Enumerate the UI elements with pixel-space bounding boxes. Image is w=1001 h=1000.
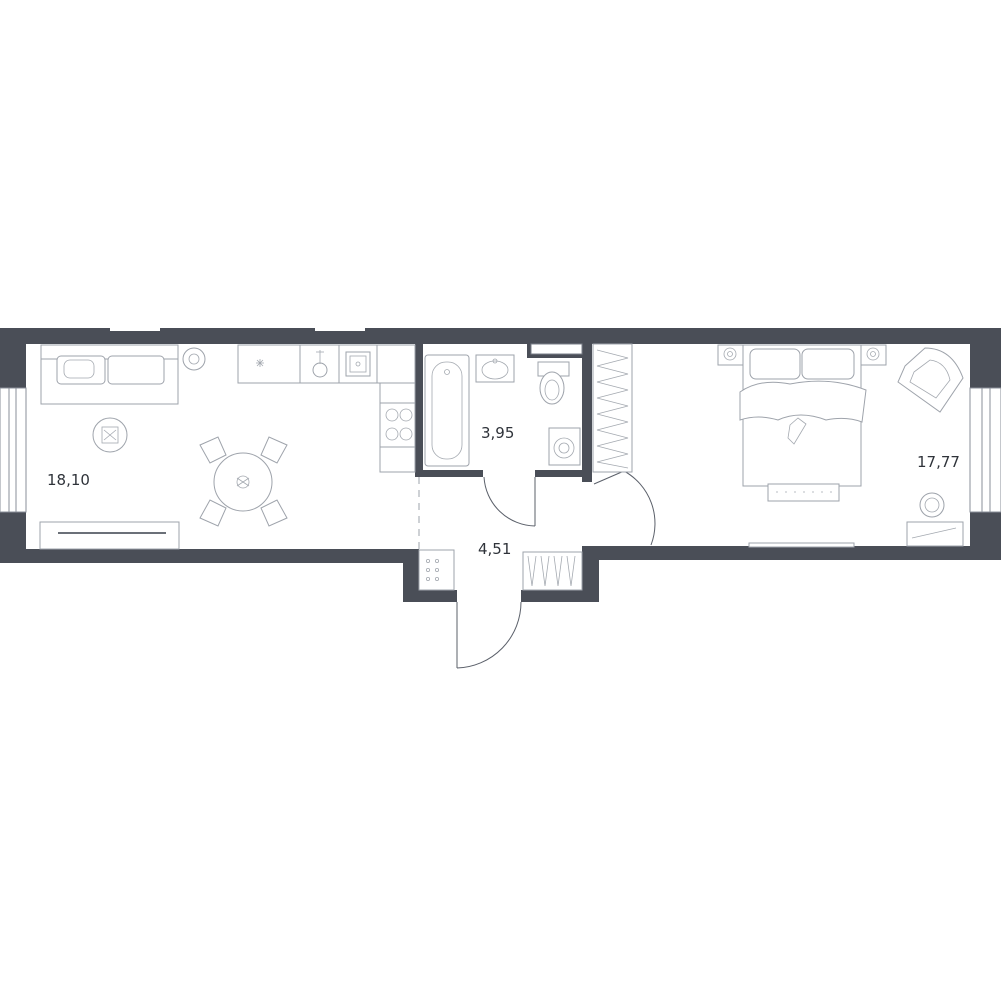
room-area-hallway: 4,51 (478, 540, 511, 558)
toilet-icon (537, 361, 570, 405)
chair-icon (199, 499, 227, 527)
armchair-icon (897, 347, 964, 413)
room-area-living-kitchen: 18,10 (47, 471, 90, 489)
entrance-door-icon (456, 601, 522, 669)
bed-icon (739, 344, 867, 487)
desk-icon (906, 521, 964, 547)
chair-icon (260, 499, 288, 527)
chair-icon (260, 436, 288, 464)
windows (0, 328, 1001, 513)
wardrobe-icon (522, 551, 583, 591)
walls (0, 328, 1001, 602)
faucet-icon (312, 350, 328, 378)
stove-icon (379, 402, 416, 448)
room-area-bathroom: 3,95 (481, 424, 514, 442)
bathroom-furniture (424, 354, 581, 467)
bathroom-door-icon (483, 476, 536, 527)
sink-icon (345, 351, 371, 377)
sofa-icon (40, 344, 179, 405)
plant-icon (92, 417, 128, 453)
dining-table-icon (199, 436, 288, 527)
washbasin-icon (475, 354, 515, 383)
nightstand-icon (860, 344, 887, 366)
window-right (969, 387, 1001, 513)
hallway-elements (418, 477, 583, 591)
window-left (0, 387, 27, 513)
closet-icon (592, 343, 633, 473)
bathtub-icon (424, 354, 470, 467)
doors (456, 470, 656, 669)
lamp-icon (919, 492, 945, 518)
bedroom-furniture (592, 343, 964, 548)
nightstand-icon (717, 344, 744, 366)
bedroom-door-icon (593, 470, 656, 546)
kitchen-counter-icon (237, 344, 416, 384)
tv-stand-icon (39, 521, 180, 550)
room-area-bedroom: 17,77 (917, 453, 960, 471)
living-furniture (39, 344, 416, 550)
bench-icon (767, 483, 840, 502)
shoe-cabinet-icon (418, 549, 455, 591)
washing-machine-icon (548, 427, 581, 466)
tv-icon (748, 542, 855, 548)
floor-lamp-icon (182, 347, 206, 371)
chair-icon (199, 436, 227, 464)
